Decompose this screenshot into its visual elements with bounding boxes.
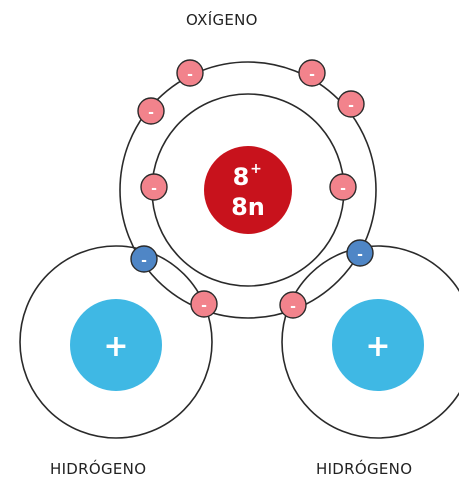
oxygen-nucleus: 8 + 8n (204, 146, 292, 234)
hydrogen-left-nucleus: + (70, 299, 162, 391)
oxygen-neutron-count: 8n (231, 193, 265, 221)
oxygen-electron: - (329, 173, 357, 201)
svg-text:-: - (348, 98, 354, 114)
svg-text:-: - (340, 181, 346, 197)
oxygen-electron: - (190, 290, 218, 318)
svg-text:-: - (201, 298, 207, 314)
svg-text:-: - (187, 67, 193, 83)
oxygen-electron: - (140, 173, 168, 201)
oxygen-outer-orbit (119, 61, 377, 319)
oxygen-proton-sign: + (250, 161, 262, 177)
hydrogen-electron: - (346, 239, 374, 267)
hydrogen-left-label: HIDRÓGENO (50, 460, 147, 478)
oxygen-electron: - (298, 59, 326, 87)
oxygen-label: OXÍGENO (186, 11, 258, 29)
oxygen-electron: - (279, 291, 307, 319)
hydrogen-right-label: HIDRÓGENO (316, 460, 413, 478)
oxygen-proton-count: 8 (233, 163, 250, 191)
svg-text:-: - (357, 247, 363, 263)
hydrogen-right-nucleus: + (332, 299, 424, 391)
hydrogen-left-proton-sign: + (103, 329, 128, 364)
oxygen-electron: - (137, 97, 165, 125)
oxygen-electron: - (337, 90, 365, 118)
svg-text:-: - (141, 253, 147, 269)
svg-text:-: - (290, 299, 296, 315)
hydrogen-right-proton-sign: + (365, 329, 390, 364)
svg-text:-: - (151, 181, 157, 197)
hydrogen-right-orbit (281, 245, 459, 439)
hydrogen-electron: - (130, 245, 158, 273)
oxygen-electron: - (176, 59, 204, 87)
hydrogen-left-orbit (19, 245, 213, 439)
svg-text:-: - (309, 67, 315, 83)
svg-text:-: - (148, 105, 154, 121)
